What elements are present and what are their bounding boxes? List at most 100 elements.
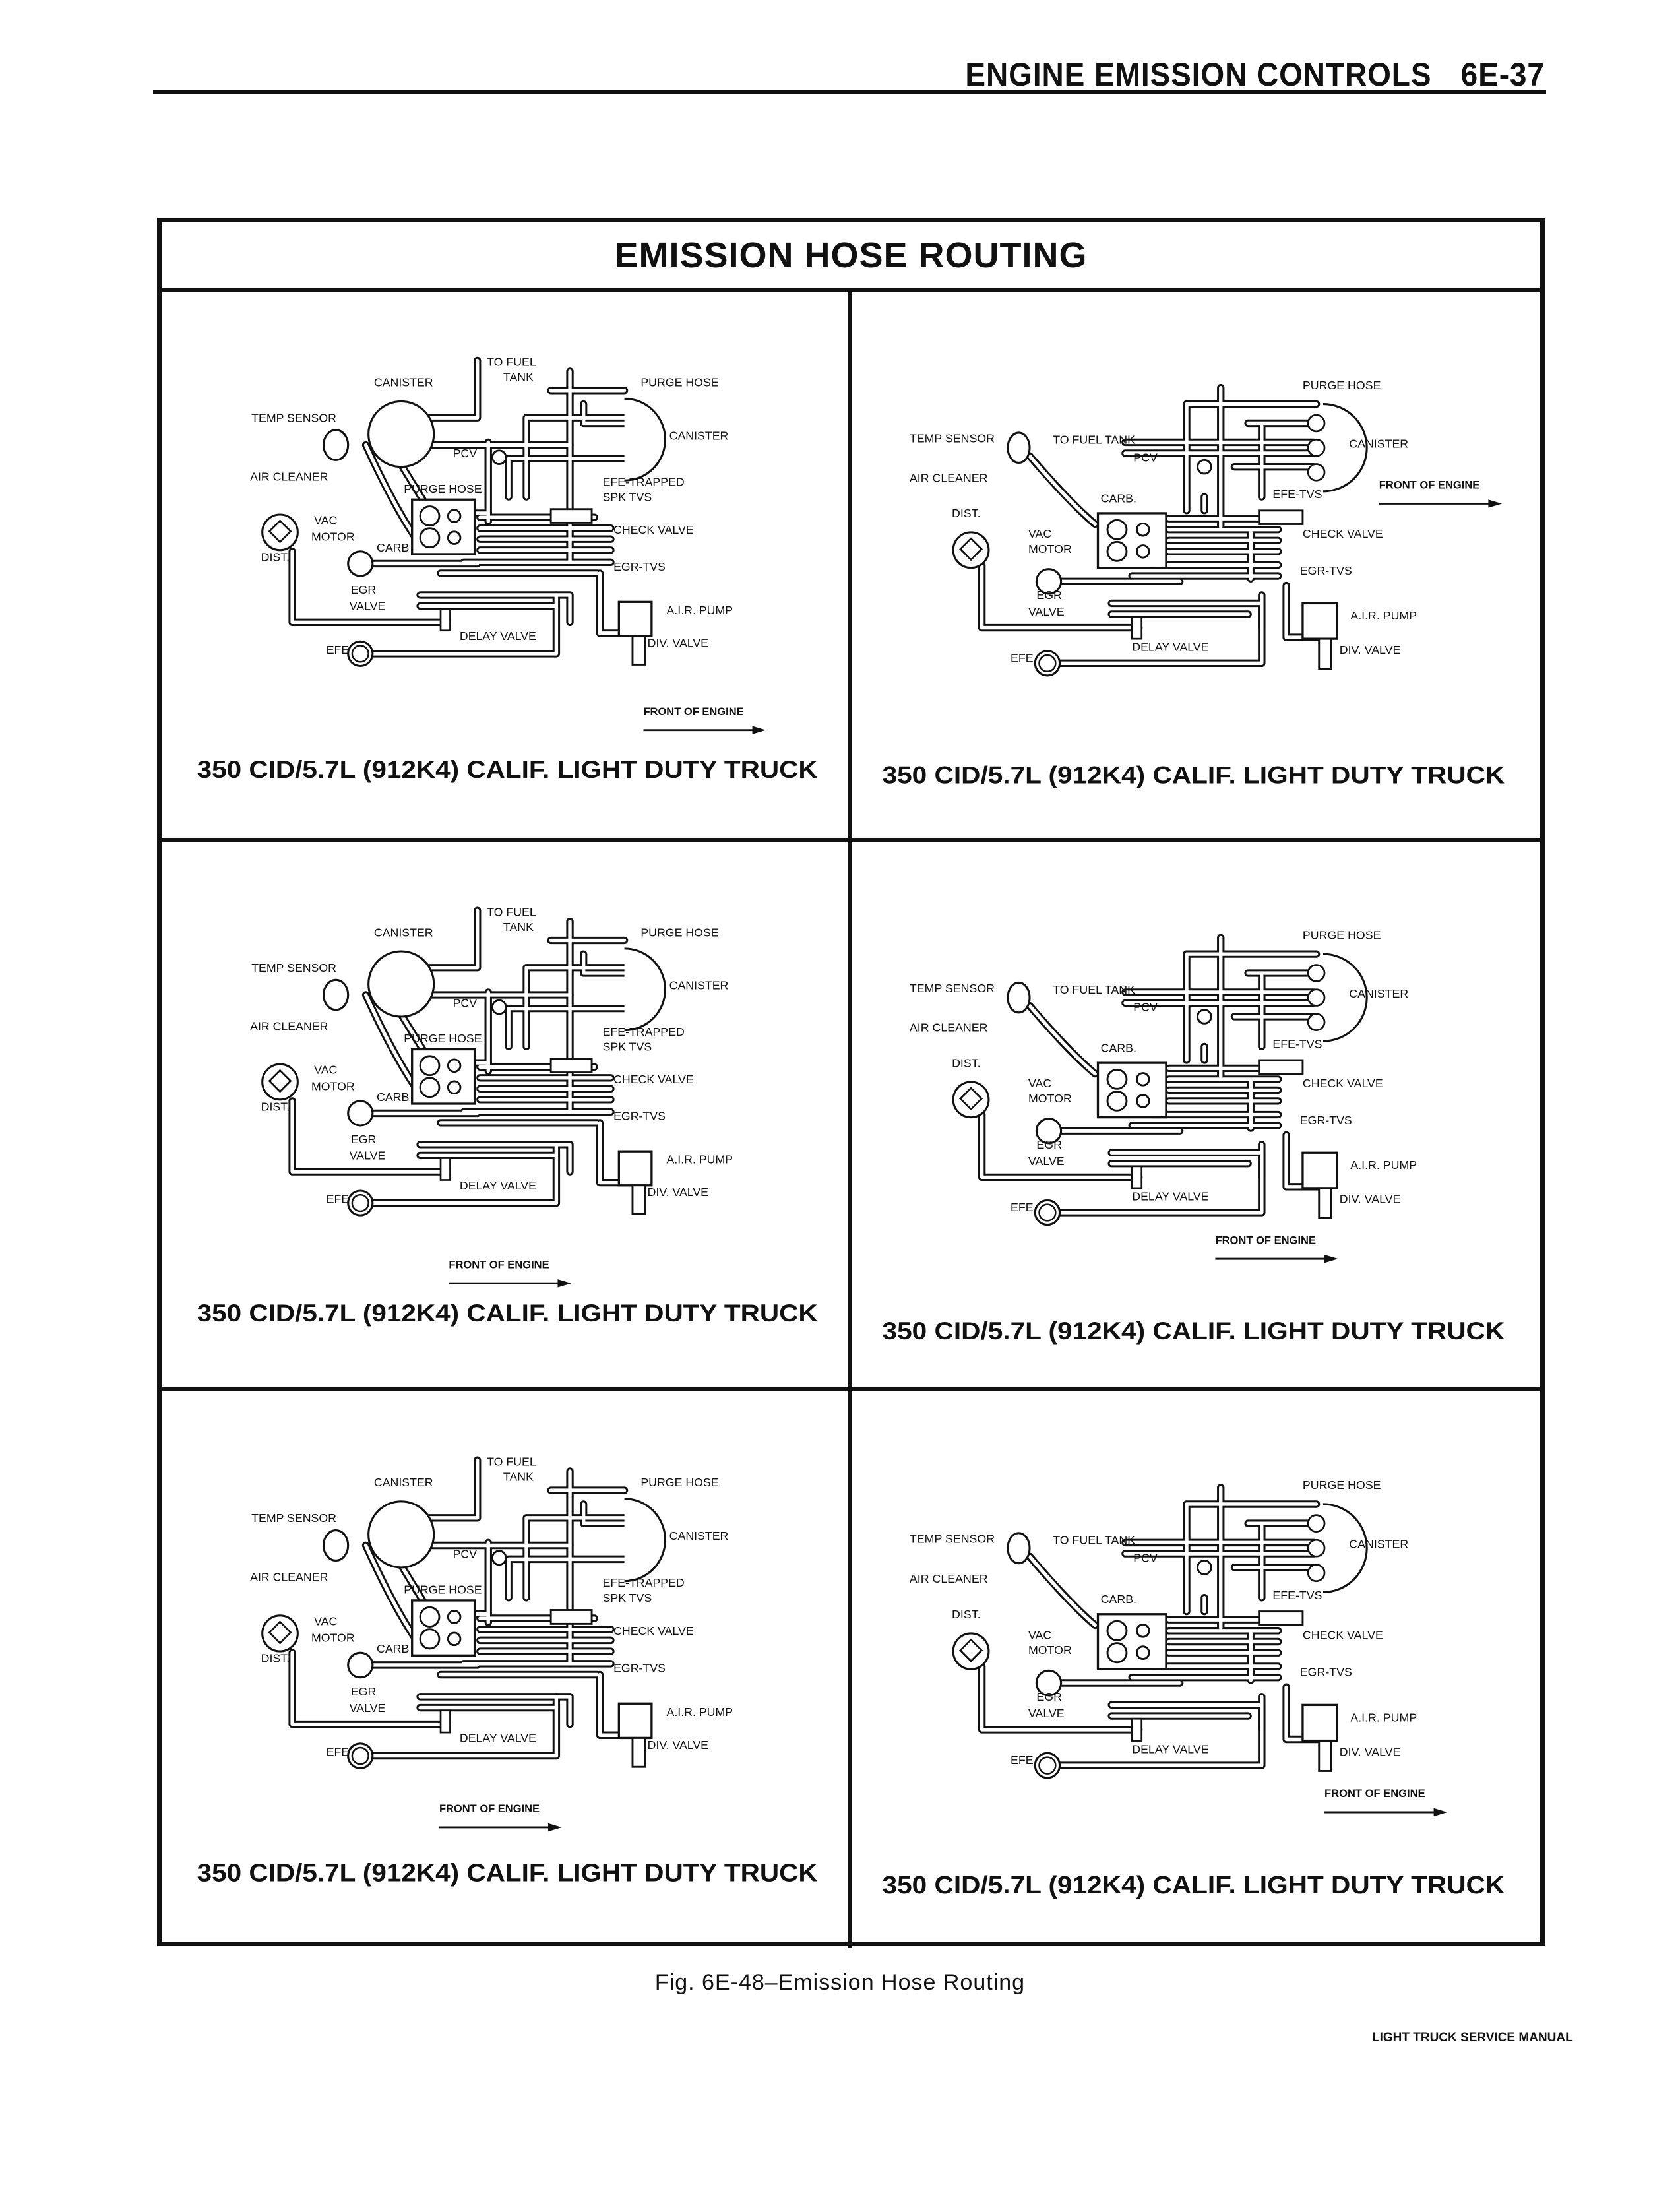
tvs-block [549, 508, 593, 524]
temp-sensor [1007, 431, 1031, 464]
label-efe: EFE [1011, 651, 1034, 664]
carburetor [1096, 512, 1167, 569]
label-dist: DIST. [952, 1056, 980, 1069]
distributor [952, 1632, 990, 1670]
column-divider [848, 292, 852, 1948]
pcv-valve [491, 1550, 507, 1566]
page-number: 6E-37 [1460, 56, 1545, 93]
canister [1322, 953, 1368, 1042]
label-check-valve: CHECK VALVE [1303, 1077, 1383, 1090]
distributor [261, 1614, 299, 1653]
label-efe-trapped: EFE-TRAPPED [603, 1025, 685, 1038]
label-pcv: PCV [1133, 1001, 1158, 1014]
label-valve: VALVE [350, 1149, 386, 1162]
label-front-of-engine: FRONT OF ENGINE [439, 1802, 540, 1815]
label-canister-2: CANISTER [669, 429, 729, 442]
diverter-valve [631, 1736, 646, 1768]
hose-bore [418, 593, 572, 625]
label-canister-1: CANISTER [374, 1476, 433, 1489]
label-efe: EFE [1011, 1754, 1034, 1767]
label-purge-hose-1: PURGE HOSE [640, 1476, 718, 1489]
label-purge-hose: PURGE HOSE [1303, 1478, 1381, 1492]
hose-bore [371, 1143, 559, 1205]
pcv-valve [491, 999, 507, 1015]
hose-bore [524, 1516, 629, 1600]
panel-caption: 350 CID/5.7L (912K4) CALIF. LIGHT DUTY T… [883, 1317, 1505, 1345]
air-cleaner [323, 1529, 350, 1562]
panel-caption: 350 CID/5.7L (912K4) CALIF. LIGHT DUTY T… [883, 1871, 1505, 1899]
label-air-pump: A.I.R. PUMP [1350, 1711, 1417, 1724]
label-efe-tvs: EFE-TVS [1272, 1589, 1322, 1602]
label-carb: CARB. [1101, 491, 1136, 505]
hose-bore [980, 1664, 1141, 1732]
label-purge-hose-2: PURGE HOSE [404, 482, 482, 495]
hose-bore [1057, 593, 1264, 666]
hose-bore [290, 550, 450, 625]
label-air-pump: A.I.R. PUMP [667, 1705, 733, 1719]
label-temp-sensor: TEMP SENSOR [251, 961, 336, 974]
canister-left [367, 400, 435, 468]
air-pump [617, 1702, 653, 1740]
label-egr-tvs: EGR-TVS [613, 1661, 666, 1674]
label-canister-1: CANISTER [374, 926, 433, 939]
label-efe-tvs: EFE-TVS [1272, 1037, 1322, 1050]
label-tank: TANK [503, 1470, 534, 1483]
label-carb: CARB [377, 1642, 409, 1655]
label-tank: TANK [503, 920, 534, 934]
label-motor: MOTOR [1028, 1643, 1072, 1657]
label-egr-tvs: EGR-TVS [613, 560, 666, 573]
diverter-valve [1318, 1740, 1332, 1772]
label-to-fuel-tank: TO FUEL TANK [1053, 433, 1135, 447]
canister-right [624, 947, 667, 1032]
label-carb: CARB. [1101, 1593, 1136, 1606]
hose-bore [1057, 1695, 1264, 1767]
canister [1322, 1503, 1368, 1593]
section-title: ENGINE EMISSION CONTROLS [965, 56, 1432, 93]
egr-valve [347, 1651, 374, 1679]
hose-bore [507, 1557, 629, 1600]
delay-valve-body [439, 608, 451, 632]
hose-bore [582, 402, 629, 426]
label-air-cleaner: AIR CLEANER [250, 1020, 328, 1033]
label-efe-trapped: EFE-TRAPPED [603, 476, 685, 489]
figure-caption: Fig. 6E-48–Emission Hose Routing [654, 1970, 1026, 1995]
carburetor [1096, 1613, 1167, 1670]
label-div-valve: DIV. VALVE [648, 637, 708, 650]
hose-bore [582, 1502, 629, 1525]
delay-valve-body [1131, 1165, 1143, 1189]
front-arrow-icon [449, 1279, 572, 1288]
hose-bore [524, 966, 629, 1049]
pcv-valve [491, 449, 507, 465]
label-air-pump: A.I.R. PUMP [667, 1153, 733, 1166]
label-div-valve: DIV. VALVE [1340, 643, 1401, 656]
hose-bore [371, 1695, 559, 1758]
air-pump [1301, 1151, 1338, 1189]
label-check-valve: CHECK VALVE [613, 1624, 694, 1637]
panel-caption: 350 CID/5.7L (912K4) CALIF. LIGHT DUTY T… [197, 755, 818, 783]
label-front-of-engine: FRONT OF ENGINE [1324, 1787, 1425, 1800]
header-rule [153, 90, 1546, 94]
label-egr: EGR [351, 583, 376, 596]
hose-bore [507, 1006, 629, 1049]
tvs-block [1258, 1059, 1304, 1075]
tvs-block [549, 1609, 593, 1625]
egr-valve [347, 550, 374, 577]
label-valve: VALVE [350, 600, 386, 613]
carburetor [411, 1599, 476, 1657]
label-pcv: PCV [453, 997, 478, 1010]
label-div-valve: DIV. VALVE [1340, 1745, 1401, 1758]
label-spk-tvs: SPK TVS [603, 1040, 652, 1054]
hose-bore [290, 1651, 450, 1726]
diverter-valve [1318, 1187, 1332, 1219]
tvs-block [549, 1058, 593, 1074]
label-canister-2: CANISTER [669, 979, 729, 992]
hose-bore [1028, 1003, 1098, 1076]
label-egr: EGR [1036, 1690, 1062, 1703]
label-valve: VALVE [350, 1701, 386, 1715]
label-to-fuel-tank: TO FUEL TANK [1053, 983, 1135, 996]
air-cleaner [323, 978, 350, 1011]
hose-bore [1057, 1143, 1264, 1215]
label-egr-tvs: EGR-TVS [1300, 1666, 1352, 1679]
